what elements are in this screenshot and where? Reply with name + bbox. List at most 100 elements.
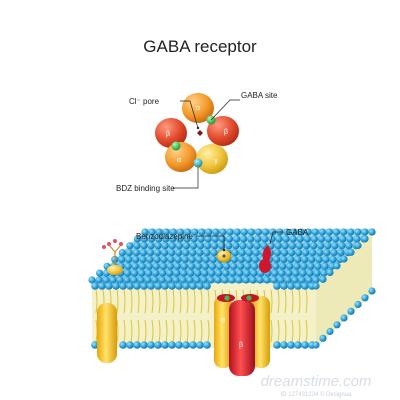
lipid-head-top: [235, 276, 243, 284]
lipid-tail: [284, 289, 287, 314]
lipid-head-top: [173, 269, 181, 277]
channel-label-alpha: α: [221, 317, 225, 324]
lipid-tail: [95, 289, 98, 314]
lipid-head-top: [147, 242, 155, 250]
lipid-head-top: [283, 228, 291, 236]
lipid-head-top: [174, 255, 182, 263]
lipid-head-top: [316, 249, 324, 257]
lipid-head-top: [169, 235, 177, 243]
lipid-head-front: [119, 341, 127, 349]
lipid-head-top: [312, 276, 320, 284]
lipid-head-top: [305, 276, 313, 284]
lipid-tail: [298, 319, 301, 343]
lipid-head-top: [208, 269, 216, 277]
lipid-head-top: [318, 228, 326, 236]
lipid-head-top: [184, 228, 192, 236]
lipid-head-top: [245, 249, 253, 257]
lipid-head-top: [301, 255, 309, 263]
lipid-head-top: [240, 235, 248, 243]
lipid-head-top: [168, 242, 176, 250]
lipid-head-top: [291, 276, 299, 284]
lipid-head-top: [102, 276, 110, 284]
lipid-head-top: [244, 255, 253, 263]
lipid-head-top: [176, 228, 185, 236]
lipid-head-top: [274, 242, 282, 250]
lipid-head-front: [161, 282, 169, 290]
lipid-head-top: [263, 276, 271, 284]
lipid-head-top: [317, 242, 325, 250]
lipid-head-top: [180, 262, 188, 270]
lipid-tail: [179, 319, 182, 343]
lipid-head-top: [324, 242, 332, 250]
lipid-head-top: [299, 269, 307, 277]
lipid-head-top: [280, 255, 288, 263]
lipid-head-top: [219, 228, 227, 236]
lipid-head-top: [288, 242, 296, 250]
channel-label-beta: β: [239, 342, 243, 349]
lipid-head-top: [140, 235, 149, 243]
lipid-head-side: [312, 341, 320, 349]
lipid-head-top: [155, 235, 163, 243]
lipid-head-top: [294, 255, 302, 263]
lipid-head-front: [168, 282, 176, 290]
lipid-head-top: [152, 262, 160, 270]
lipid-tail: [137, 319, 140, 343]
lipid-head-top: [152, 269, 160, 277]
lipid-head-top: [339, 235, 347, 243]
lipid-head-top: [132, 255, 140, 263]
lipid-head-top: [250, 269, 258, 277]
lipid-head-top: [262, 228, 270, 236]
lipid-head-front: [91, 341, 99, 349]
lipid-head-top: [297, 228, 305, 236]
lipid-head-top: [200, 276, 208, 284]
lipid-head-top: [302, 249, 310, 257]
lipid-head-top: [246, 242, 254, 250]
lipid-tail: [270, 319, 273, 343]
lipid-head-top: [145, 269, 153, 277]
lipid-head-top: [237, 255, 245, 263]
lipid-tail: [123, 319, 126, 343]
lipid-head-top: [154, 242, 162, 250]
lipid-head-top: [230, 255, 238, 263]
lipid-head-top: [285, 269, 293, 277]
lipid-head-front: [203, 282, 211, 290]
lipid-head-front: [203, 341, 211, 349]
label-gamma: γ: [214, 158, 218, 165]
lipid-head-top: [332, 228, 341, 236]
lipid-head-top: [225, 242, 233, 250]
lipid-head-front: [119, 282, 127, 290]
lipid-tail: [284, 319, 287, 343]
lipid-head-top: [229, 269, 237, 277]
lipid-head-top: [160, 255, 168, 263]
lipid-head-top: [307, 262, 315, 270]
glyco-sugar-1: [107, 242, 111, 246]
cl-pore-leader: [180, 100, 199, 129]
label-beta-left: β: [166, 131, 170, 138]
lipid-tail: [291, 319, 294, 343]
lipid-head-top: [151, 276, 159, 284]
lipid-head-top: [338, 242, 346, 250]
label-beta-right: β: [224, 129, 228, 136]
lipid-head-top: [289, 235, 297, 243]
lipid-head-top: [347, 228, 355, 236]
lipid-head-top: [141, 228, 149, 236]
lipid-tail: [158, 319, 161, 343]
lipid-head-top: [201, 262, 210, 270]
ion-channel-icon: β α: [214, 294, 270, 376]
lipid-head-top: [193, 276, 201, 284]
lipid-head-top: [186, 276, 194, 284]
subunit-alpha-bottom: [165, 142, 197, 172]
lipid-head-top: [271, 269, 279, 277]
lipid-tail: [116, 319, 119, 343]
lipid-head-top: [226, 228, 234, 236]
lipid-head-top: [130, 276, 138, 284]
lipid-head-top: [88, 276, 96, 284]
lipid-head-front: [126, 341, 134, 349]
lipid-head-top: [216, 262, 224, 270]
lipid-tail: [137, 289, 140, 314]
lipid-tail: [123, 289, 126, 314]
lipid-head-top: [323, 249, 331, 257]
lipid-head-top: [116, 276, 124, 284]
lipid-head-top: [162, 228, 170, 236]
lipid-head-front: [175, 341, 183, 349]
